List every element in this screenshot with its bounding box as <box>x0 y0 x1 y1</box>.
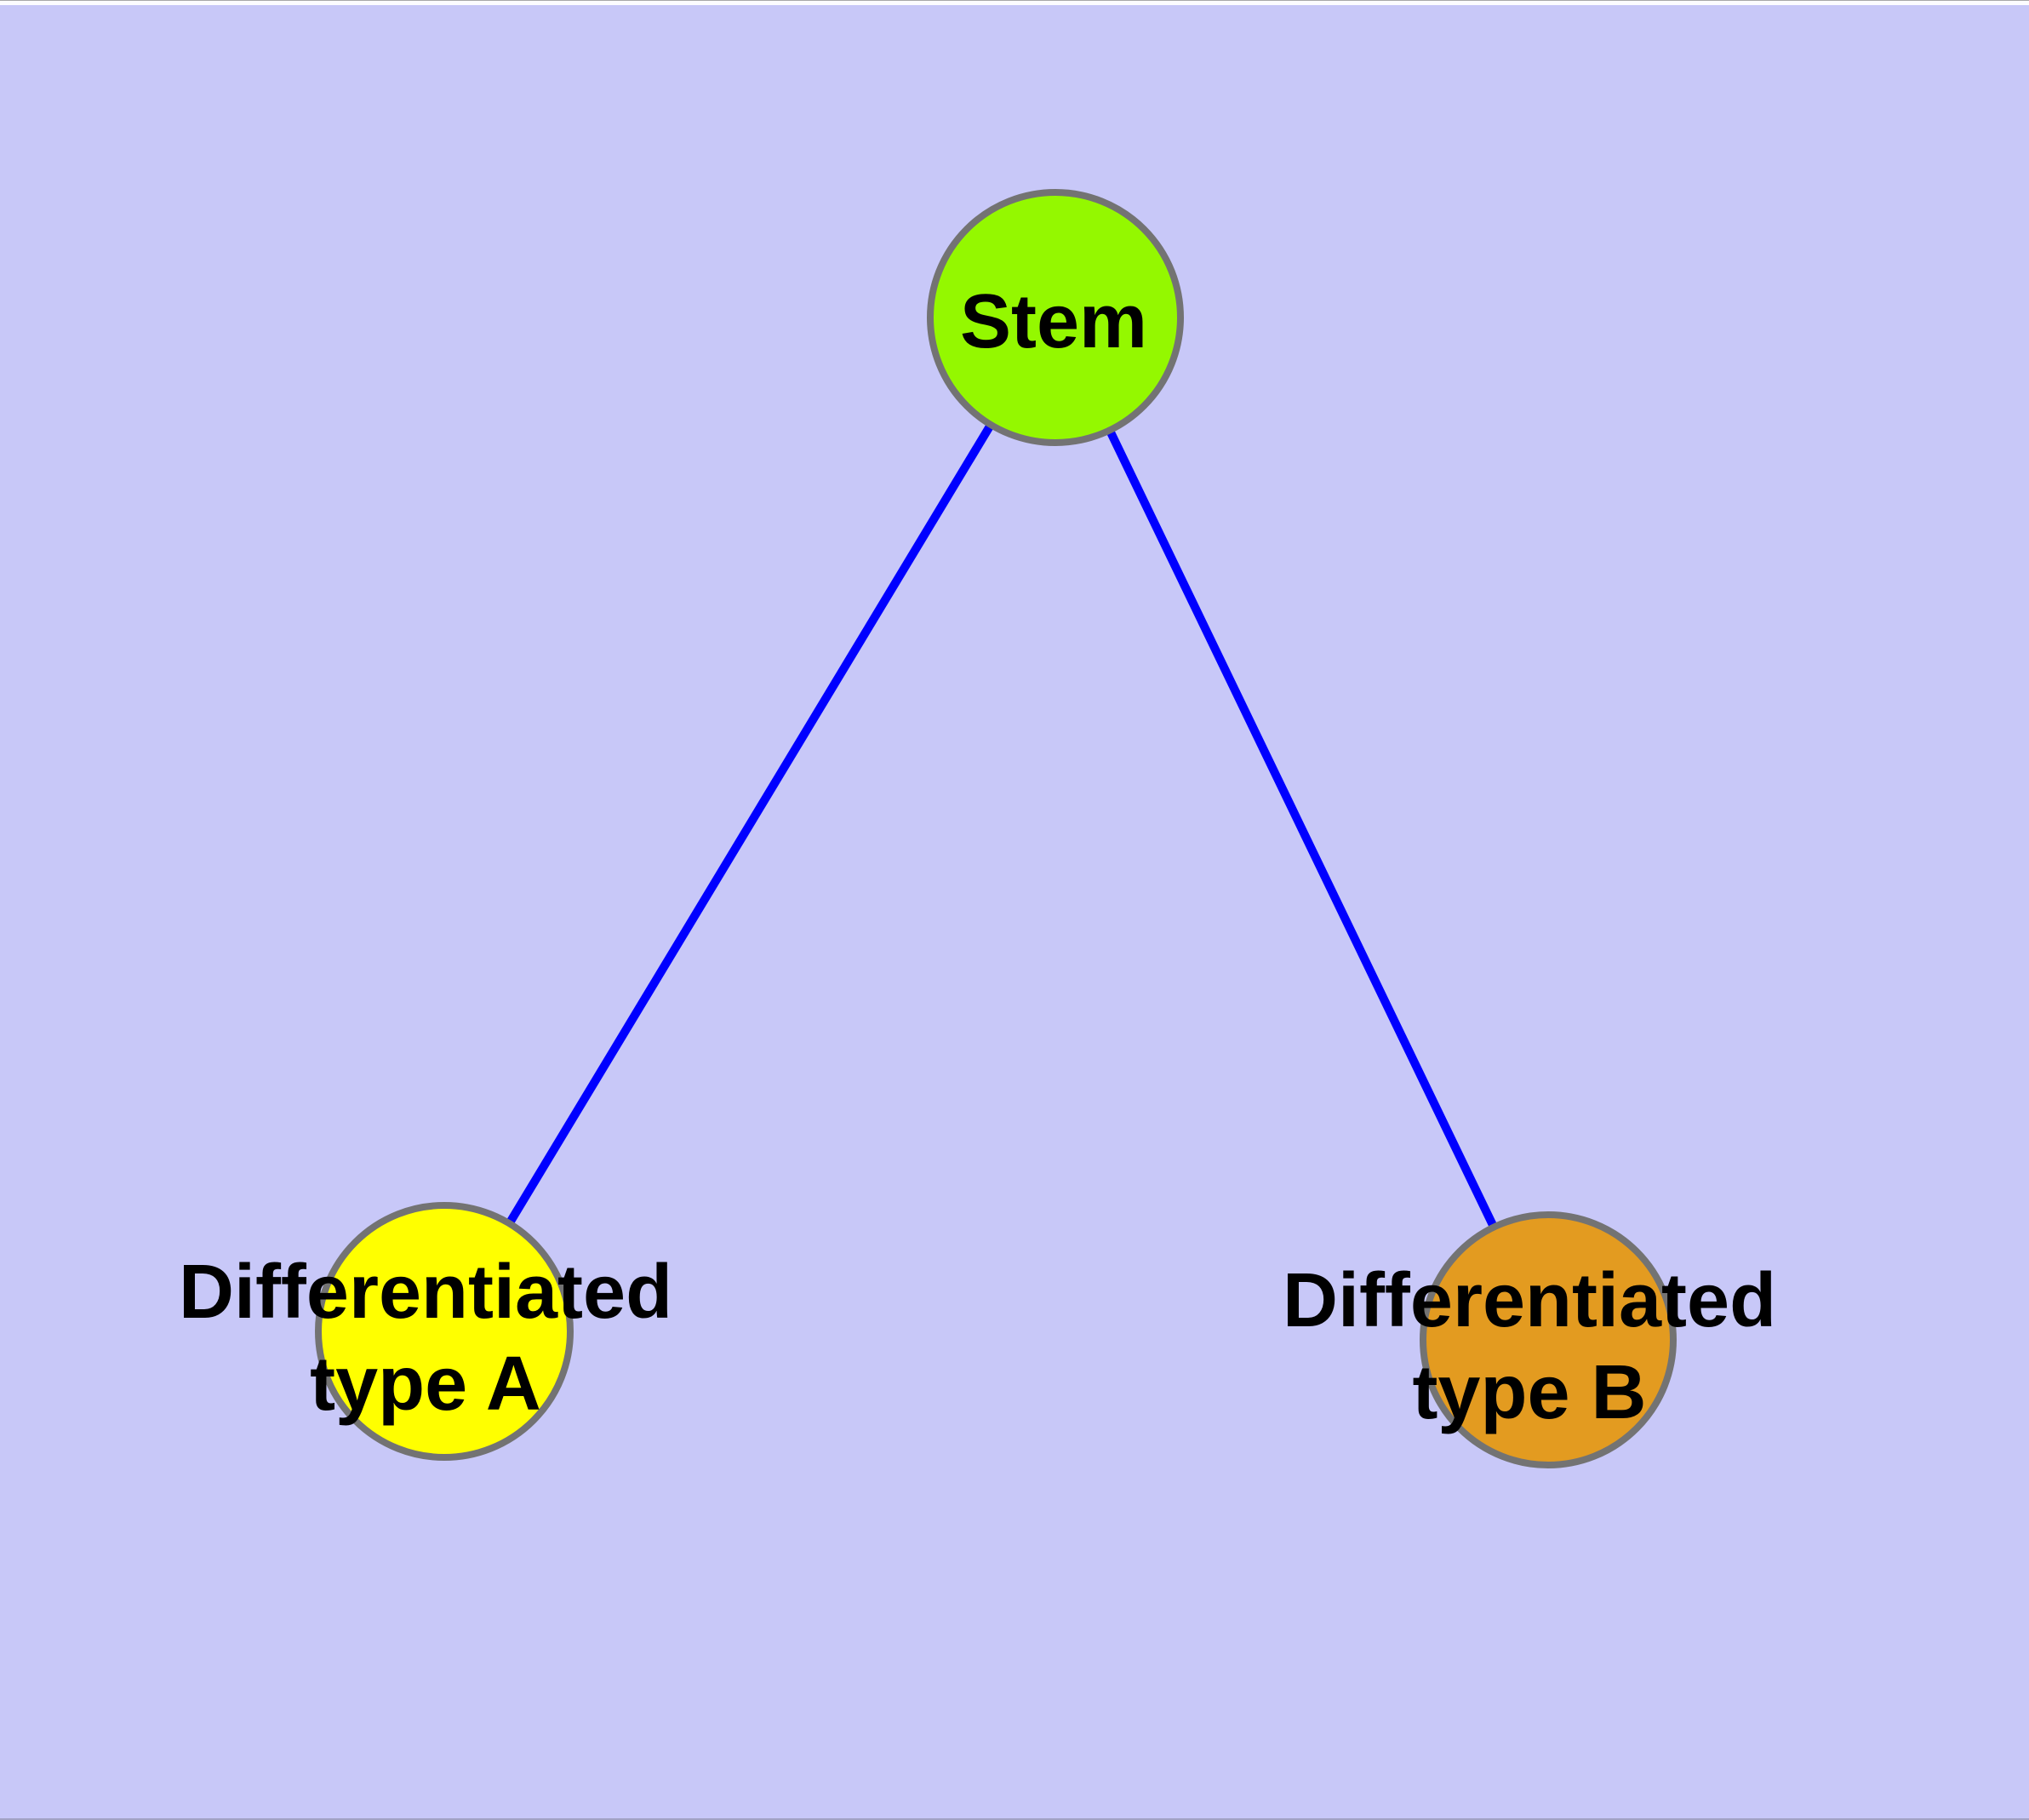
node-type-a-label-line1: Differentiated <box>178 1250 673 1335</box>
top-edge-strip <box>0 0 2029 5</box>
node-type-a-label-line2: type A <box>310 1342 541 1427</box>
node-type-a-label: Differentiated type A <box>179 1246 672 1430</box>
edge-stem-to-type-b <box>1051 315 1552 1342</box>
edge-stem-to-type-a <box>440 315 1060 1334</box>
node-type-b-label-line2: type B <box>1412 1350 1647 1435</box>
node-stem-circle[interactable] <box>927 189 1184 446</box>
node-stem-label: Stem <box>960 276 1147 368</box>
node-type-b-circle[interactable] <box>1420 1211 1677 1468</box>
node-stem-label-line1: Stem <box>959 279 1148 364</box>
node-type-b-label: Differentiated type B <box>1283 1255 1776 1439</box>
bottom-edge-strip <box>0 1818 2029 1820</box>
node-type-b-label-line1: Differentiated <box>1282 1258 1777 1343</box>
node-type-a-circle[interactable] <box>315 1202 574 1461</box>
